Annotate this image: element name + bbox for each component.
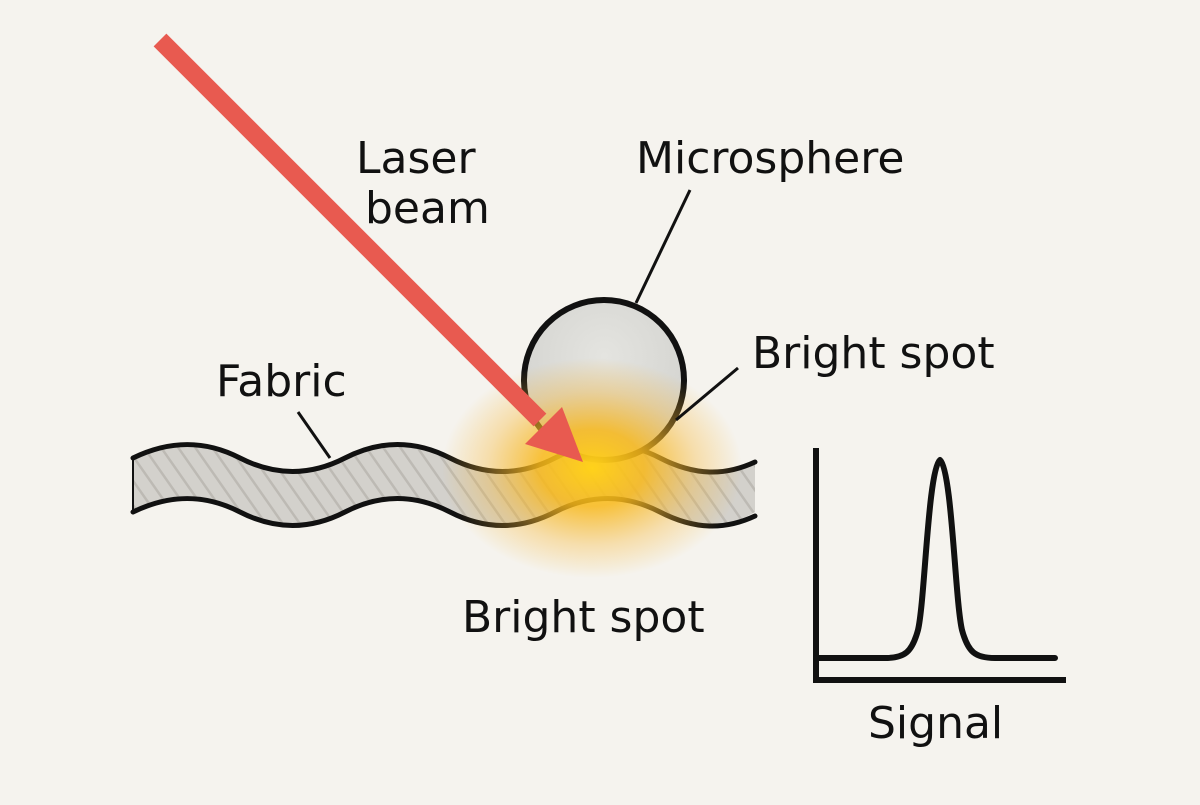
microsphere-label: Microsphere <box>636 133 904 184</box>
laser-label-line1: Laser <box>356 133 476 184</box>
bright-spot-lower-label: Bright spot <box>462 592 705 643</box>
fabric-leader <box>298 412 330 458</box>
bright-spot-upper-label: Bright spot <box>752 328 995 379</box>
laser-label-line2: beam <box>365 183 490 234</box>
signal-peak-curve <box>816 460 1055 658</box>
microsphere-leader <box>636 190 690 303</box>
bright-spot-glow <box>442 358 742 578</box>
signal-plot: Signal <box>813 448 1066 749</box>
fabric-label: Fabric <box>216 356 347 407</box>
signal-label: Signal <box>868 698 1003 749</box>
